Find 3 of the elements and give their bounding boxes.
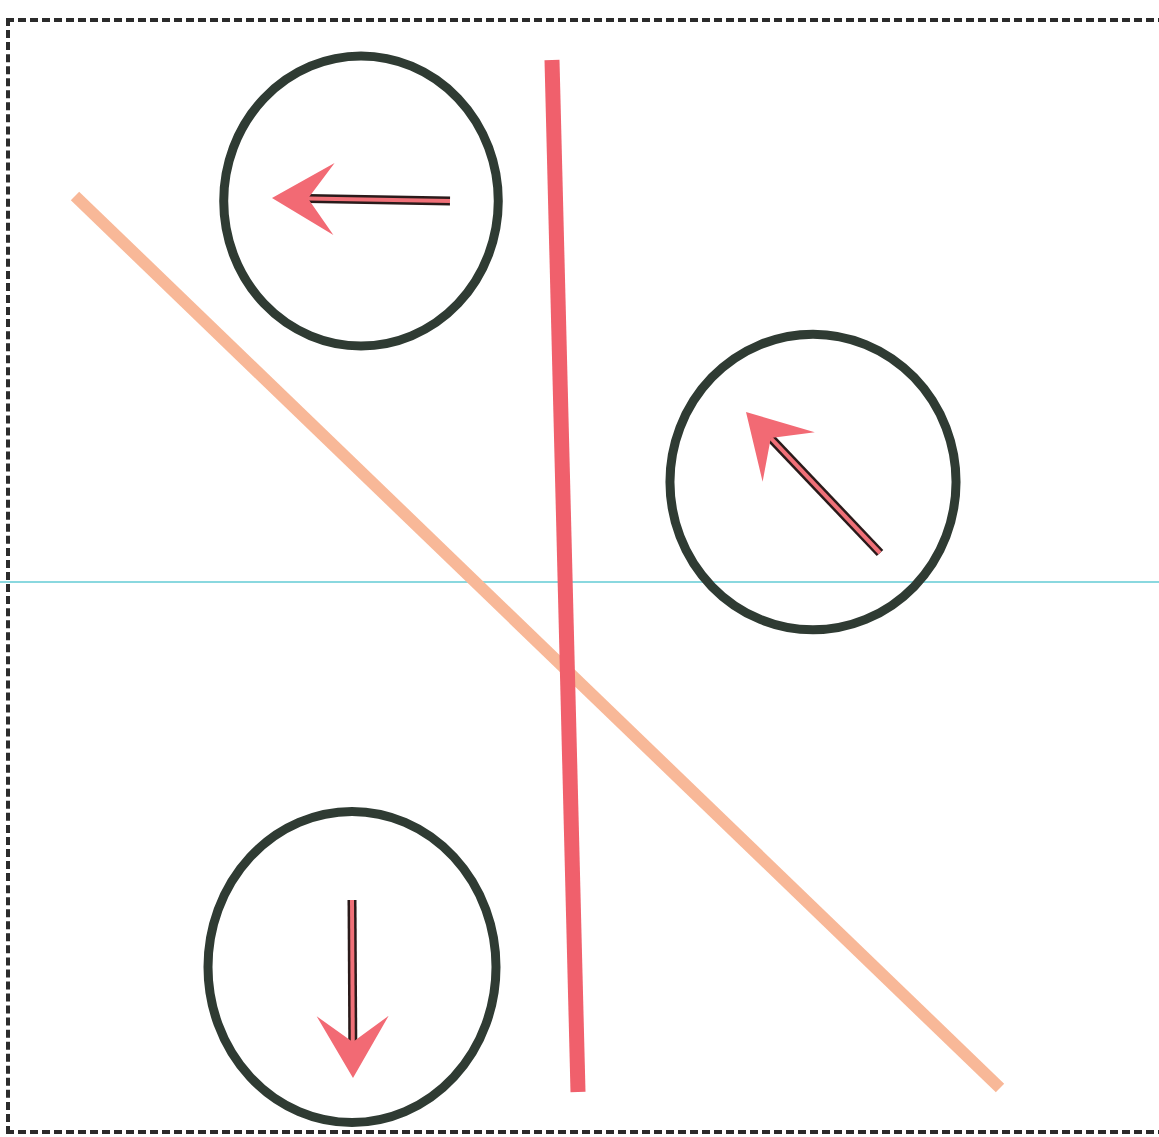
circle-outline <box>664 328 962 636</box>
circle-outline <box>218 50 504 352</box>
circle-outline <box>202 805 502 1129</box>
